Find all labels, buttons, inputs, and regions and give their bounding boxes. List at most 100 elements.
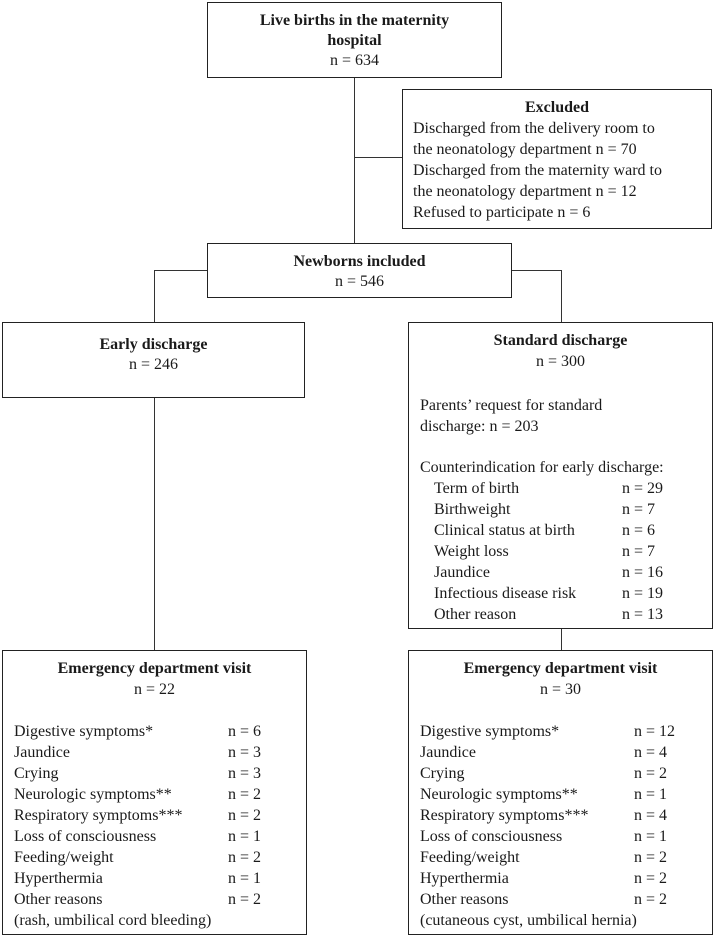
early-discharge-count: n = 246 (128, 356, 179, 373)
item-label: Respiratory symptoms*** (14, 807, 183, 824)
standard-request-line1: Parents’ request for standard (420, 397, 603, 414)
item-label: Loss of consciousness (420, 828, 563, 845)
included-title: Newborns included (293, 253, 426, 270)
item-count: n = 2 (228, 891, 262, 908)
item-label: Hyperthermia (420, 870, 509, 887)
item-label: Respiratory symptoms*** (420, 807, 589, 824)
item-label: Neurologic symptoms** (14, 786, 172, 803)
item-label: Hyperthermia (14, 870, 103, 887)
item-label: Digestive symptoms* (14, 723, 154, 740)
connector-split-right (512, 270, 561, 271)
connector-to-standard (561, 270, 562, 322)
ed-early-title: Emergency department visit (57, 660, 252, 677)
connector-to-excluded (354, 157, 402, 158)
connector-to-early (154, 270, 155, 322)
list-item: Clinical status at birth n = 6 (434, 520, 712, 541)
live-births-box: Live births in the maternity hospital n … (207, 2, 502, 78)
item-label: Jaundice (14, 744, 70, 761)
contra-label: Jaundice (434, 564, 490, 581)
list-item: Respiratory symptoms*** n = 4 (420, 805, 712, 826)
item-label: Loss of consciousness (14, 828, 157, 845)
contra-label: Term of birth (434, 480, 520, 497)
standard-discharge-count: n = 300 (535, 353, 586, 370)
list-item: Crying n = 3 (14, 763, 306, 784)
list-item: Digestive symptoms*n = 6 (14, 721, 306, 742)
list-item: Jaundice n = 16 (434, 562, 712, 583)
ed-visit-standard-box: Emergency department visit n = 30 Digest… (408, 650, 713, 935)
list-item: Hyperthermia n = 1 (14, 868, 306, 889)
list-item: Digestive symptoms* n = 12 (420, 721, 712, 742)
contra-label: Birthweight (434, 501, 511, 518)
item-count: n = 3 (228, 765, 262, 782)
early-discharge-box: Early discharge n = 246 (2, 322, 305, 398)
contra-count: n = 29 (622, 480, 664, 497)
item-count: n = 3 (228, 744, 262, 761)
excluded-line-1: Discharged from the delivery room to (413, 120, 655, 137)
list-item: Neurologic symptoms**n = 1 (420, 784, 712, 805)
standard-contra-heading: Counterindication for early discharge: (420, 459, 664, 476)
item-count: n = 2 (634, 870, 668, 887)
contra-count: n = 19 (622, 585, 664, 602)
excluded-title: Excluded (524, 99, 589, 116)
standard-discharge-box: Standard discharge n = 300 Parents’ requ… (408, 322, 713, 629)
item-count: n = 2 (228, 849, 262, 866)
early-discharge-title: Early discharge (99, 336, 208, 353)
standard-discharge-title: Standard discharge (493, 332, 628, 349)
item-label: Crying (420, 765, 465, 782)
ed-early-list: Digestive symptoms*n = 6 Jaundice n = 3 C… (14, 721, 306, 910)
list-item: Loss of consciousness n = 1 (14, 826, 306, 847)
list-item: Infectious disease risk n = 19 (434, 583, 712, 604)
list-item: Term of birth n = 29 (434, 478, 712, 499)
ed-standard-title: Emergency department visit (463, 660, 658, 677)
contra-count: n = 6 (622, 522, 656, 539)
contra-label: Other reason (434, 606, 517, 623)
list-item: Hyperthermia n = 2 (420, 868, 712, 889)
item-count: n = 1 (228, 870, 262, 887)
list-item: Respiratory symptoms*** n = 2 (14, 805, 306, 826)
item-label: Jaundice (420, 744, 476, 761)
standard-request-line2: discharge: n = 203 (420, 418, 539, 435)
item-count: n = 2 (228, 807, 262, 824)
contra-count: n = 16 (622, 564, 664, 581)
contra-label: Clinical status at birth (434, 522, 575, 539)
ed-standard-count: n = 30 (539, 681, 582, 698)
live-births-title-line2: hospital (327, 32, 382, 49)
contra-label: Infectious disease risk (434, 585, 577, 602)
list-item: Birthweight n = 7 (434, 499, 712, 520)
connector-standard-to-ed (561, 629, 562, 650)
excluded-line-4: the neonatology department n = 12 (413, 183, 637, 200)
item-count: n = 4 (634, 744, 668, 761)
contra-count: n = 7 (622, 501, 656, 518)
list-item: Other reason n = 13 (434, 604, 712, 625)
item-count: n = 4 (634, 807, 668, 824)
contra-count: n = 13 (622, 606, 664, 623)
included-box: Newborns included n = 546 (207, 243, 512, 298)
item-count: n = 2 (634, 849, 668, 866)
excluded-line-5: Refused to participate n = 6 (413, 204, 591, 221)
ed-early-note: (rash, umbilical cord bleeding) (14, 912, 212, 929)
connector-early-to-ed (154, 398, 155, 650)
item-label: Feeding/weight (420, 849, 520, 866)
list-item: Loss of consciousness n = 1 (420, 826, 712, 847)
item-count: n = 1 (228, 828, 262, 845)
list-item: Jaundice n = 3 (14, 742, 306, 763)
connector-live-to-included (354, 77, 355, 243)
item-count: n = 2 (228, 786, 262, 803)
contra-count: n = 7 (622, 543, 656, 560)
item-label: Digestive symptoms* (420, 723, 560, 740)
item-label: Other reasons (420, 891, 509, 908)
item-label: Feeding/weight (14, 849, 114, 866)
excluded-box: Excluded Discharged from the delivery ro… (402, 89, 712, 229)
list-item: Jaundice n = 4 (420, 742, 712, 763)
item-count: n = 12 (634, 723, 676, 740)
list-item: Feeding/weight n = 2 (14, 847, 306, 868)
item-label: Neurologic symptoms** (420, 786, 578, 803)
item-count: n = 1 (634, 828, 668, 845)
item-count: n = 2 (634, 765, 668, 782)
ed-visit-early-box: Emergency department visit n = 22 Digest… (2, 650, 307, 935)
item-label: Crying (14, 765, 59, 782)
list-item: Crying n = 2 (420, 763, 712, 784)
excluded-line-3: Discharged from the maternity ward to (413, 162, 662, 179)
